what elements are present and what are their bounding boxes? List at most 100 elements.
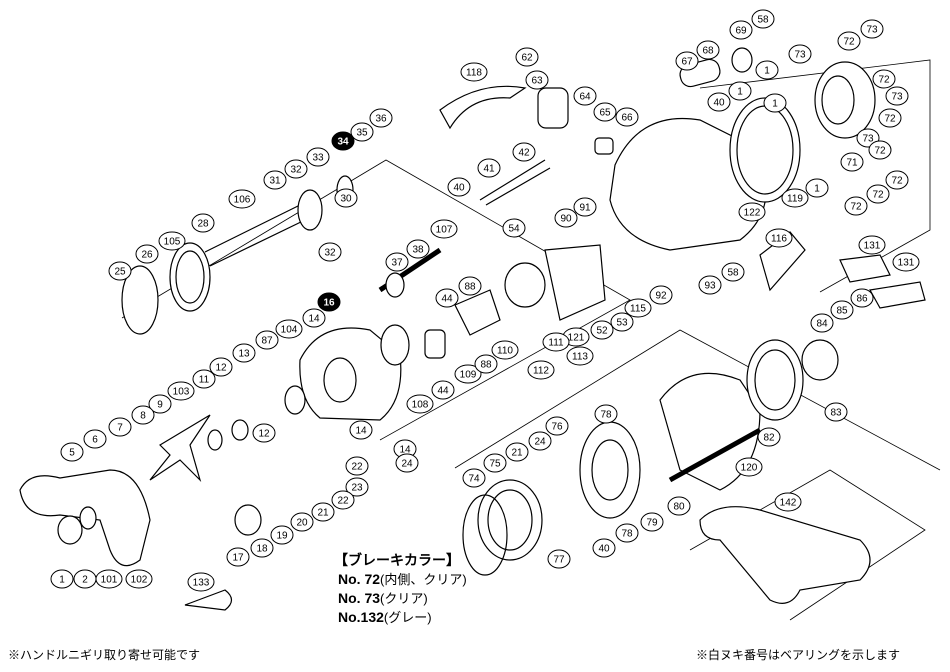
part-label-142: 142 bbox=[774, 492, 802, 512]
part-label-131: 131 bbox=[892, 252, 920, 272]
label-number: 1 bbox=[814, 184, 820, 195]
label-circle bbox=[824, 402, 848, 422]
part-label-31: 31 bbox=[263, 170, 287, 190]
label-number: 91 bbox=[579, 203, 591, 214]
label-number: 106 bbox=[234, 195, 251, 206]
part-label-106: 106 bbox=[228, 189, 256, 209]
label-circle bbox=[707, 92, 731, 112]
label-circle bbox=[805, 178, 829, 198]
part-label-54: 54 bbox=[502, 218, 526, 238]
label-number: 86 bbox=[856, 294, 868, 305]
label-number: 133 bbox=[193, 578, 210, 589]
part-label-74: 74 bbox=[462, 468, 486, 488]
part-label-22: 22 bbox=[331, 490, 355, 510]
label-number: 37 bbox=[391, 258, 403, 269]
label-number: 38 bbox=[412, 245, 424, 256]
legend-title: 【ブレーキカラー】 bbox=[334, 552, 460, 568]
bearing-part-label-16: 16 bbox=[317, 292, 341, 312]
label-circle bbox=[527, 360, 555, 380]
label-circle bbox=[615, 107, 639, 127]
label-circle bbox=[763, 93, 787, 113]
label-number: 52 bbox=[596, 326, 608, 337]
label-circle bbox=[573, 86, 597, 106]
label-circle bbox=[696, 40, 720, 60]
label-number: 63 bbox=[531, 76, 543, 87]
label-number: 67 bbox=[681, 57, 693, 68]
part-label-24: 24 bbox=[395, 453, 419, 473]
label-number: 31 bbox=[269, 176, 281, 187]
label-circle bbox=[528, 431, 552, 451]
label-number: 73 bbox=[862, 134, 874, 145]
label-number: 109 bbox=[460, 370, 477, 381]
label-number: 122 bbox=[744, 208, 761, 219]
label-circle bbox=[108, 417, 132, 437]
label-circle bbox=[345, 477, 369, 497]
label-number: 101 bbox=[101, 575, 118, 586]
part-label-52: 52 bbox=[590, 320, 614, 340]
label-circle bbox=[728, 81, 752, 101]
label-number: 85 bbox=[836, 306, 848, 317]
label-number: 28 bbox=[197, 219, 209, 230]
part-label-40: 40 bbox=[447, 177, 471, 197]
label-number: 5 bbox=[69, 448, 75, 459]
label-number: 73 bbox=[891, 92, 903, 103]
label-circle bbox=[385, 252, 409, 272]
label-number: 72 bbox=[884, 114, 896, 125]
part-label-1: 1 bbox=[755, 60, 779, 80]
label-circle bbox=[131, 405, 155, 425]
part-label-69: 69 bbox=[729, 20, 753, 40]
part-label-112: 112 bbox=[527, 360, 555, 380]
part-label-131: 131 bbox=[858, 235, 886, 255]
part-label-28: 28 bbox=[191, 213, 215, 233]
label-number: 22 bbox=[351, 462, 363, 473]
part-label-13: 13 bbox=[232, 343, 256, 363]
part-label-8: 8 bbox=[131, 405, 155, 425]
part-label-110: 110 bbox=[491, 340, 519, 360]
part-label-14: 14 bbox=[302, 308, 326, 328]
part-label-86: 86 bbox=[850, 288, 874, 308]
label-number: 108 bbox=[412, 400, 429, 411]
label-circle bbox=[83, 429, 107, 449]
part-label-19: 19 bbox=[270, 525, 294, 545]
label-circle bbox=[525, 70, 549, 90]
part-label-72: 72 bbox=[866, 184, 890, 204]
label-number: 53 bbox=[616, 318, 628, 329]
label-number: 72 bbox=[850, 202, 862, 213]
label-circle bbox=[290, 512, 314, 532]
label-number: 102 bbox=[131, 575, 148, 586]
part-label-80: 80 bbox=[667, 496, 691, 516]
part-label-22: 22 bbox=[345, 456, 369, 476]
label-number: 14 bbox=[399, 445, 411, 456]
part-label-88: 88 bbox=[474, 354, 498, 374]
label-number: 72 bbox=[843, 37, 855, 48]
label-number: 131 bbox=[898, 258, 915, 269]
label-circle bbox=[477, 158, 501, 178]
label-circle bbox=[435, 288, 459, 308]
label-circle bbox=[667, 496, 691, 516]
part-label-109: 109 bbox=[454, 364, 482, 384]
bearing-part-label-34: 34 bbox=[331, 131, 355, 151]
label-circle bbox=[554, 208, 578, 228]
part-label-84: 84 bbox=[810, 313, 834, 333]
label-number: 22 bbox=[337, 496, 349, 507]
handle-grip-note: ※ハンドルニギリ取り寄せ可能です bbox=[8, 648, 201, 662]
label-number: 58 bbox=[727, 268, 739, 279]
part-label-71: 71 bbox=[840, 152, 864, 172]
part-label-90: 90 bbox=[554, 208, 578, 228]
label-circle bbox=[542, 332, 570, 352]
part-label-37: 37 bbox=[385, 252, 409, 272]
part-label-72: 72 bbox=[844, 196, 868, 216]
label-circle bbox=[192, 369, 216, 389]
part-label-115: 115 bbox=[624, 298, 652, 318]
label-circle bbox=[430, 219, 458, 239]
part-label-67: 67 bbox=[675, 51, 699, 71]
part-label-7: 7 bbox=[108, 417, 132, 437]
label-circle bbox=[135, 244, 159, 264]
label-number: 13 bbox=[238, 349, 250, 360]
label-circle bbox=[334, 188, 358, 208]
label-circle bbox=[774, 492, 802, 512]
part-label-1: 1 bbox=[50, 569, 74, 589]
part-label-21: 21 bbox=[505, 442, 529, 462]
label-number: 83 bbox=[830, 408, 842, 419]
label-circle bbox=[345, 456, 369, 476]
